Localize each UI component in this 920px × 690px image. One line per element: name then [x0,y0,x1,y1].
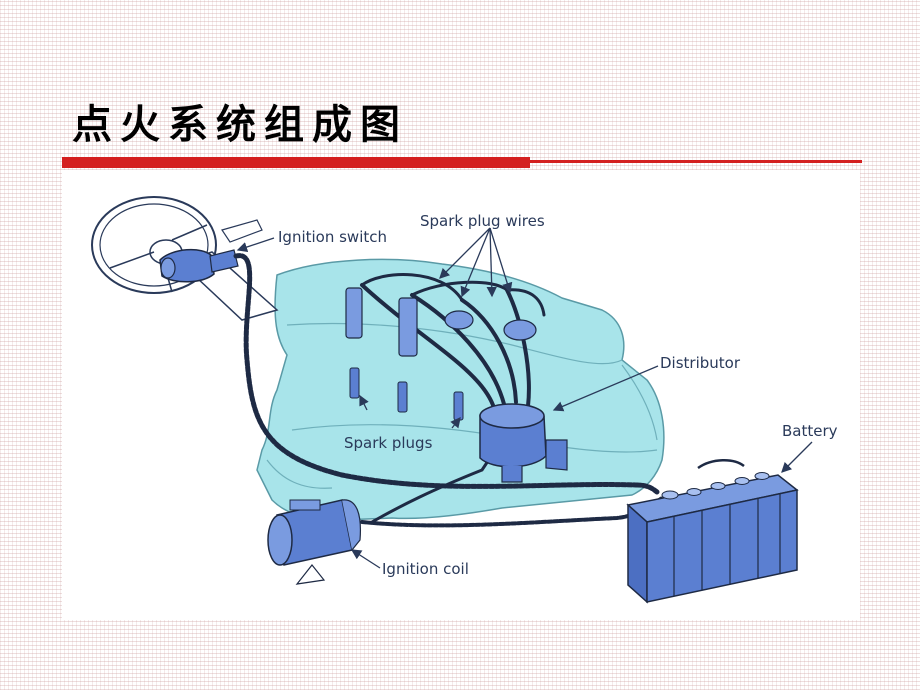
ignition-system-diagram: Ignition switch Spark plug wires Distrib… [91,196,838,604]
label-battery: Battery [782,422,838,440]
spark-plug-boots [345,287,537,357]
battery [626,459,799,604]
title-rule-thin [530,160,862,163]
label-ignition-coil: Ignition coil [382,560,469,578]
diagram-panel: Ignition switch Spark plug wires Distrib… [62,170,860,620]
ignition-coil [267,499,362,585]
label-spark-plug-wires: Spark plug wires [420,212,545,230]
leader-lines [236,227,813,569]
ignition-switch [159,248,239,283]
spark-plugs [349,367,464,421]
label-ignition-switch: Ignition switch [278,228,387,246]
distributor [479,403,568,483]
label-distributor: Distributor [660,354,741,372]
slide-title: 点火系统组成图 [72,101,408,148]
title-rule-thick [62,157,530,168]
label-spark-plugs: Spark plugs [344,434,433,452]
